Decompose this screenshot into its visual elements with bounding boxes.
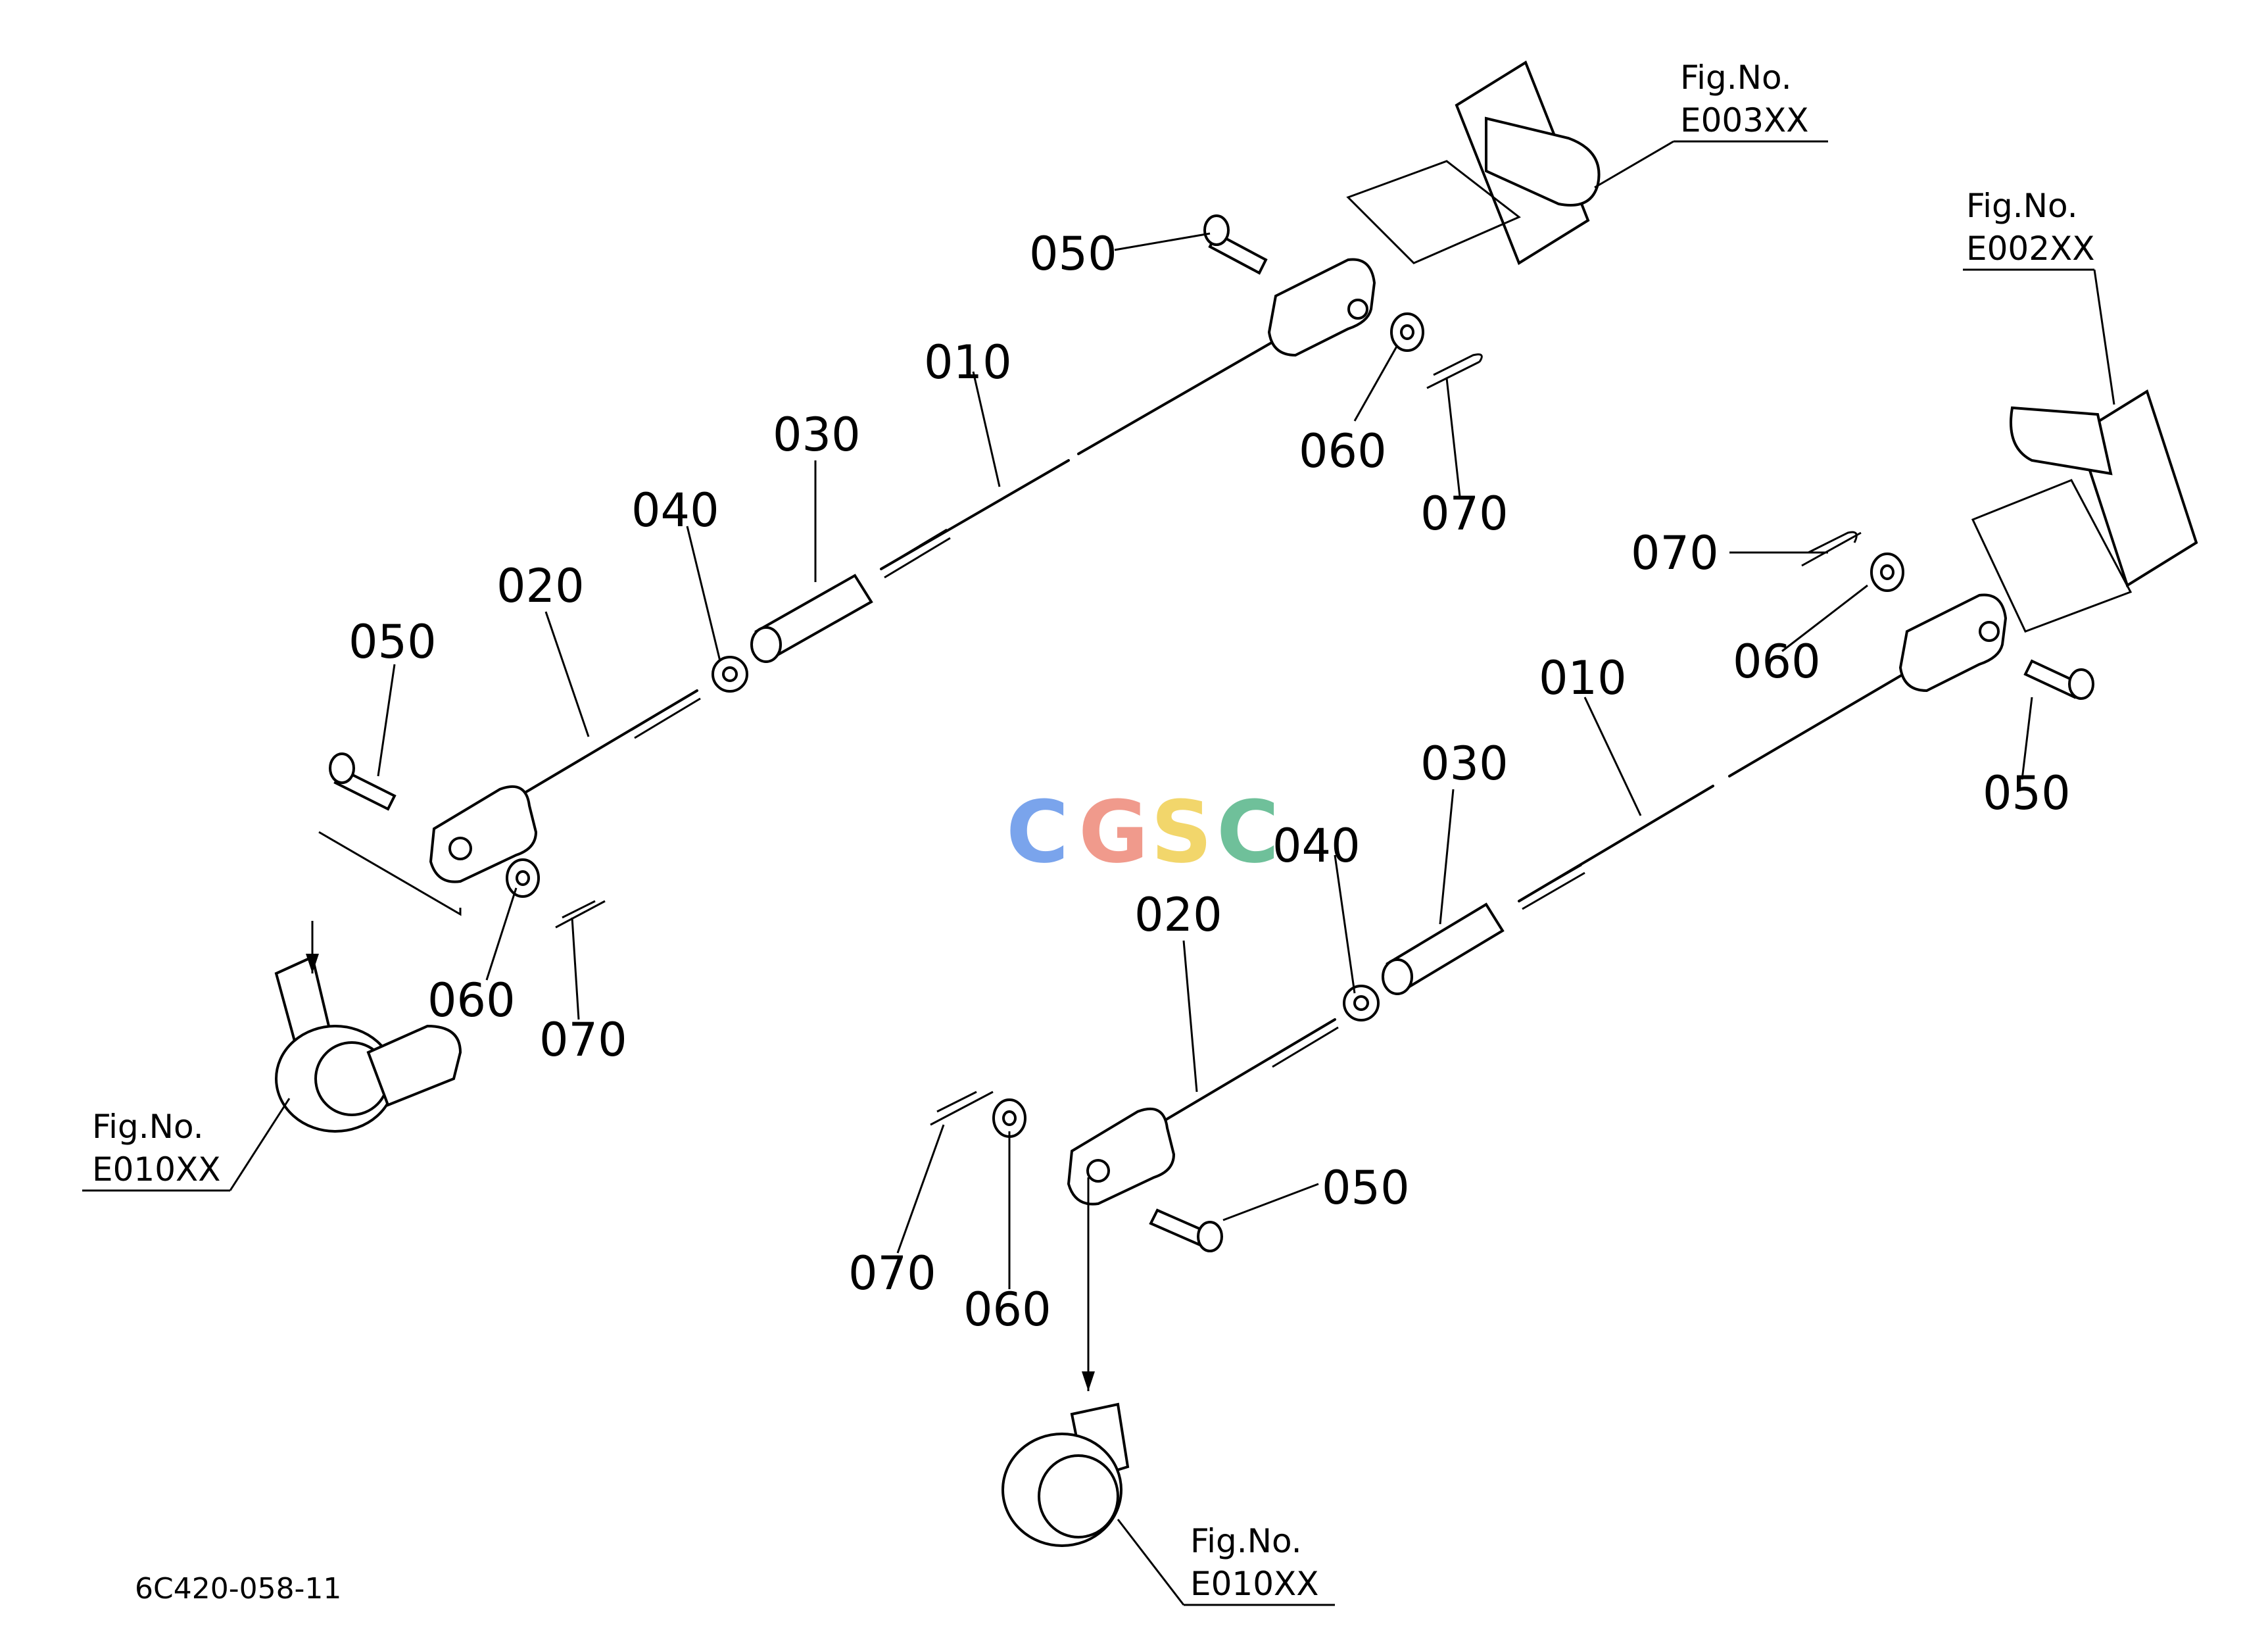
- bracket-e002-projection: [1971, 479, 2133, 633]
- fig-ref-e003-line1: Fig.No.: [1680, 59, 1792, 97]
- watermark: C G S C: [1006, 782, 1279, 882]
- leader-lines: [82, 140, 2115, 1606]
- fig-ref-e010-upper-line1: Fig.No.: [92, 1108, 204, 1146]
- label-040: 040: [1272, 819, 1361, 873]
- lower-thread-upper: [1518, 864, 1585, 910]
- fig-ref-e010-upper-line2: E010XX: [92, 1150, 221, 1189]
- fig-ref-e002-line1: Fig.No.: [1966, 187, 2078, 225]
- label-070: 070: [1631, 526, 1719, 580]
- upper-clevis-lower-hole: [448, 837, 472, 860]
- upper-washer-hole-bottom: [516, 870, 530, 886]
- bracket-e003-boss: [1485, 116, 1601, 207]
- bracket-e002-plate: [2076, 389, 2198, 588]
- upper-thread-upper: [881, 528, 951, 579]
- label-070: 070: [1420, 487, 1508, 541]
- watermark-letter-c: C: [1006, 782, 1069, 882]
- upper-coupler-end: [750, 626, 782, 663]
- fig-ref-e002-line2: E002XX: [1966, 230, 2095, 268]
- arm-e010-lower: [1001, 1177, 1130, 1547]
- lower-coupler-end: [1382, 958, 1413, 995]
- lower-rod-010-top: [1728, 663, 1921, 777]
- label-040: 040: [631, 483, 719, 537]
- label-060: 060: [1733, 635, 1821, 689]
- watermark-letter-c2: C: [1217, 782, 1279, 882]
- lower-washer-hole-top: [1880, 564, 1894, 580]
- lower-clevis-lower: [1067, 1108, 1176, 1206]
- fig-ref-e010-lower-line1: Fig.No.: [1190, 1522, 1302, 1560]
- upper-pin-head-bottom: [329, 752, 355, 784]
- label-060: 060: [427, 973, 516, 1027]
- bracket-e002-boss: [2010, 406, 2113, 476]
- lower-cotter-070-bottom: [930, 1091, 994, 1126]
- label-060: 060: [1299, 424, 1387, 478]
- label-050: 050: [1029, 227, 1117, 281]
- lower-clevis-upper: [1898, 593, 2008, 693]
- label-070: 070: [848, 1246, 936, 1300]
- upper-nut-hole: [722, 666, 738, 682]
- upper-thread-lower: [631, 689, 701, 739]
- label-030: 030: [1420, 737, 1508, 791]
- drawing-code: 6C420-058-11: [135, 1572, 341, 1606]
- label-020: 020: [496, 559, 585, 613]
- upper-cotter-070-bottom: [555, 900, 606, 929]
- arrow-head-upper: [306, 954, 319, 973]
- watermark-letter-g: G: [1078, 782, 1149, 882]
- label-050: 050: [1983, 766, 2071, 820]
- label-010: 010: [924, 335, 1012, 389]
- bracket-e002: [1971, 389, 2198, 633]
- label-010: 010: [1539, 651, 1627, 705]
- arm-e010-upper-projection: [318, 831, 462, 916]
- lower-cotter-070-top: [1801, 531, 1862, 567]
- upper-cotter-070-top: [1426, 353, 1483, 389]
- label-050: 050: [1322, 1161, 1410, 1215]
- arm-e010-upper-lever: [366, 1024, 462, 1107]
- upper-washer-hole-top: [1400, 324, 1414, 340]
- label-070: 070: [539, 1013, 627, 1067]
- fig-ref-e003-line2: E003XX: [1680, 101, 1809, 139]
- label-030: 030: [773, 408, 861, 462]
- arm-e010-upper: [274, 831, 462, 1133]
- lower-pin-head-bottom: [1197, 1221, 1223, 1252]
- watermark-letter-s: S: [1151, 782, 1213, 882]
- callout-labels-lower: 070 060 010 050 030 040 020 050 070 060: [848, 526, 2071, 1337]
- upper-clevis-upper-hole: [1347, 299, 1368, 320]
- lower-washer-hole-bottom: [1002, 1110, 1017, 1126]
- bracket-e003-projection: [1346, 160, 1521, 264]
- callout-labels-upper: 050 010 030 040 020 050 060 070 060 070: [349, 227, 1508, 1067]
- lower-pin-head-top: [2068, 668, 2094, 700]
- label-060: 060: [963, 1283, 1051, 1337]
- upper-clevis-upper: [1267, 258, 1376, 357]
- upper-rod-assembly: [329, 214, 1483, 929]
- lower-rod-assembly: [930, 531, 2094, 1252]
- lower-clevis-lower-hole: [1086, 1159, 1110, 1183]
- arrow-head-lower: [1082, 1371, 1095, 1391]
- upper-pin-head-top: [1203, 214, 1230, 246]
- lower-clevis-upper-hole: [1979, 621, 2000, 642]
- label-050: 050: [349, 615, 437, 669]
- bracket-e003: [1346, 61, 1601, 265]
- fig-ref-e010-lower-line2: E010XX: [1190, 1565, 1319, 1603]
- figure-references: Fig.No. E003XX Fig.No. E002XX Fig.No. E0…: [92, 59, 2095, 1603]
- upper-rod-010-top: [1077, 328, 1297, 455]
- label-020: 020: [1134, 888, 1222, 942]
- lower-nut-hole: [1353, 995, 1369, 1011]
- lower-thread-lower: [1268, 1018, 1339, 1068]
- arm-e010-lower-bore: [1038, 1454, 1119, 1538]
